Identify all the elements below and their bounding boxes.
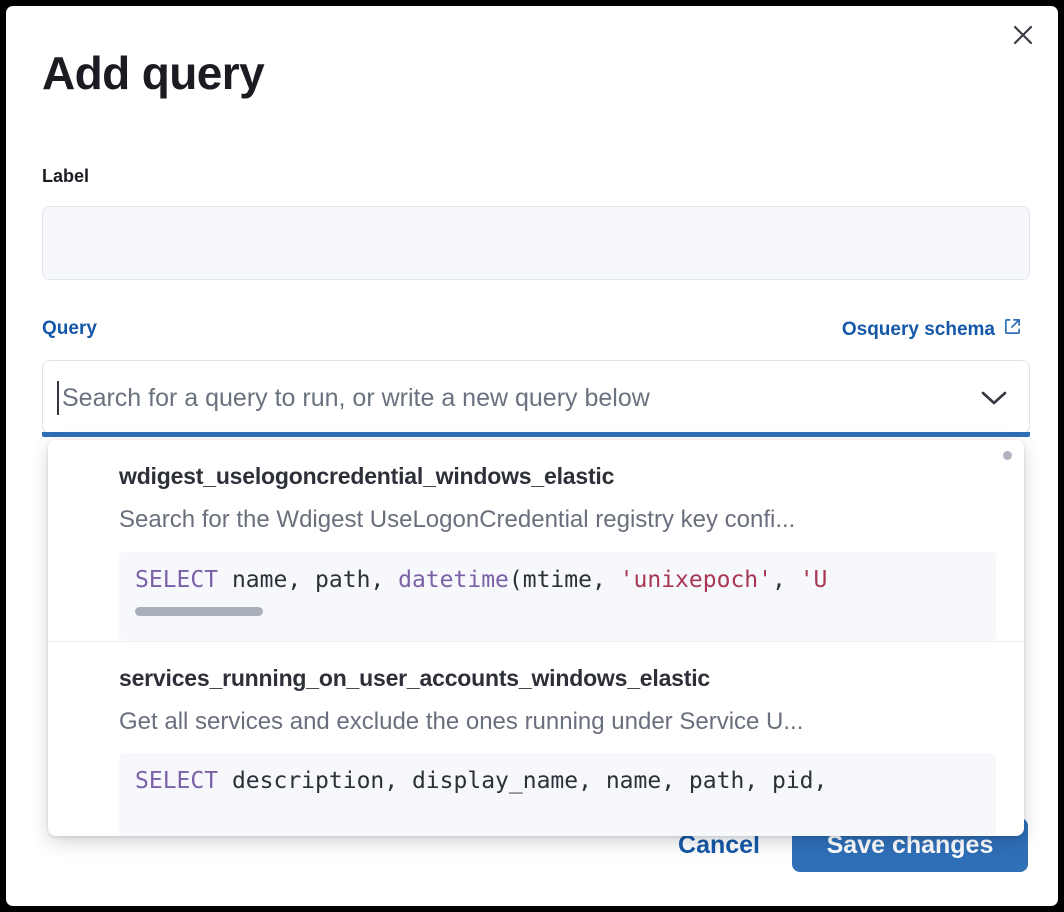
query-combobox-placeholder: Search for a query to run, or write a ne… [62,383,650,412]
scrollbar-thumb[interactable] [135,606,263,616]
sql-code: SELECT name, path, datetime(mtime, 'unix… [135,566,828,593]
list-item-sql-preview: SELECT name, path, datetime(mtime, 'unix… [119,551,996,641]
query-suggestions-list: wdigest_uselogoncredential_windows_elast… [48,440,1024,836]
query-field-legend: Query [42,318,97,339]
list-item-sql-preview: SELECT description, display_name, name, … [119,753,996,836]
list-item-description: Get all services and exclude the ones ru… [119,707,804,735]
list-item-title: wdigest_uselogoncredential_windows_elast… [119,463,615,489]
cancel-button[interactable]: Cancel [664,821,774,870]
close-icon[interactable] [1006,18,1040,52]
sql-code-horizontal-scrollbar[interactable] [119,597,996,641]
list-item-description: Search for the Wdigest UseLogonCredentia… [119,505,796,533]
page-title: Add query [42,47,265,99]
chevron-down-icon[interactable] [979,361,1009,435]
query-combobox-focus-underline [42,432,1030,437]
query-suggestions-dropdown: wdigest_uselogoncredential_windows_elast… [48,440,1024,836]
text-cursor [57,381,59,415]
label-input[interactable] [42,206,1030,280]
add-query-modal: Add query Label Query Osquery schema Sea… [6,6,1058,906]
external-link-icon [1003,317,1022,343]
sql-code: SELECT description, display_name, name, … [135,768,828,795]
osquery-schema-link[interactable]: Osquery schema [842,317,1022,343]
list-item[interactable]: services_running_on_user_accounts_window… [48,640,1024,836]
list-item-title: services_running_on_user_accounts_window… [119,664,710,691]
query-combobox[interactable]: Search for a query to run, or write a ne… [42,360,1030,434]
label-field-legend: Label [42,166,90,186]
dropdown-scrollbar[interactable] [1003,451,1012,460]
sql-code-horizontal-scrollbar [119,799,996,836]
list-item[interactable]: wdigest_uselogoncredential_windows_elast… [48,440,1024,641]
osquery-schema-link-label: Osquery schema [841,318,995,340]
